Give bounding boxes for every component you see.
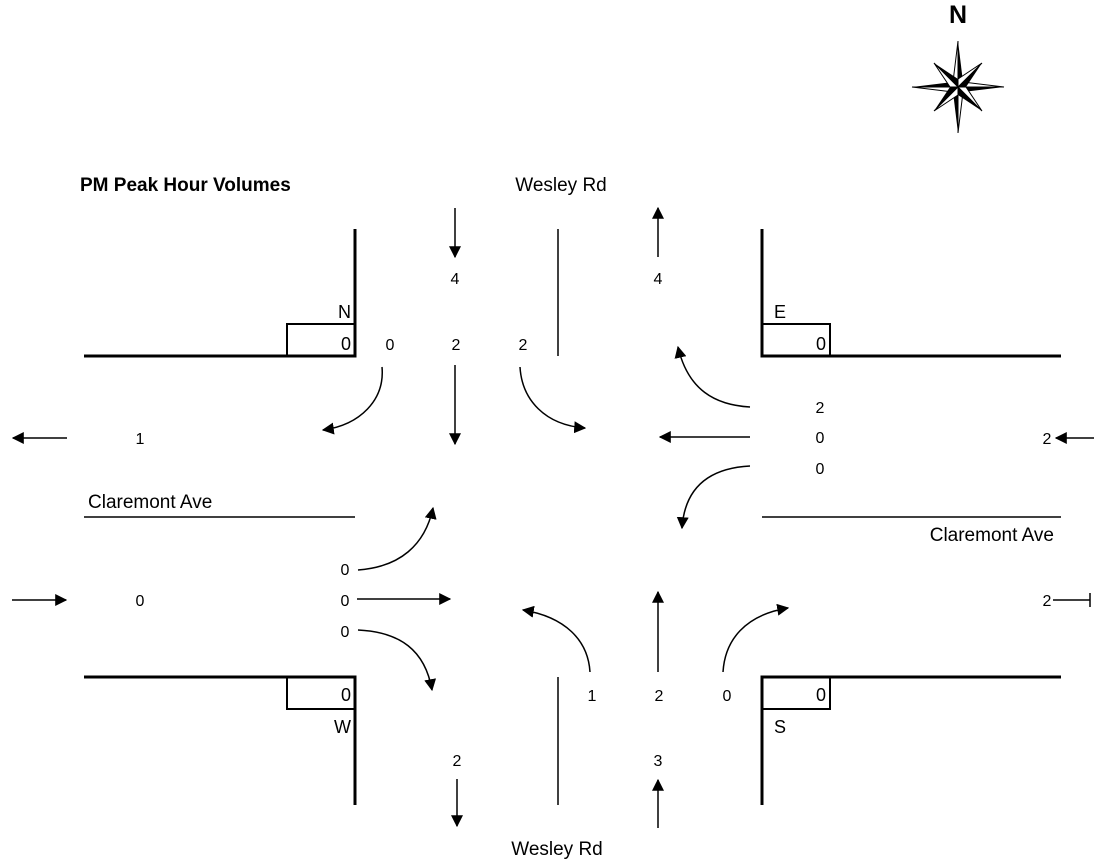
corner-value-nw: 0 <box>341 334 351 354</box>
sb-through-volume: 2 <box>452 337 461 354</box>
eb-left-arrow <box>357 506 437 571</box>
eb-left-volume: 0 <box>341 562 350 579</box>
street-label-west: Claremont Ave <box>88 492 212 513</box>
corner-label-ne: E <box>774 302 786 322</box>
wb-through-volume: 0 <box>816 430 825 447</box>
sb-right-arrow <box>321 366 383 435</box>
south-in-total: 3 <box>654 753 663 770</box>
street-label-east: Claremont Ave <box>930 525 1054 546</box>
eb-through-volume: 0 <box>341 593 350 610</box>
volume-labels: 4 4 0 2 2 2 0 0 2 2 1 0 0 0 0 1 2 0 2 3 <box>136 271 1052 770</box>
corner-boxes <box>286 323 831 710</box>
movement-arrows <box>11 206 1094 828</box>
corner-label-sw: W <box>334 717 351 737</box>
corner-label-se: S <box>774 717 786 737</box>
nb-right-arrow <box>722 603 790 673</box>
west-in-total: 0 <box>136 593 145 610</box>
street-label-north: Wesley Rd <box>515 175 607 196</box>
corner-value-se: 0 <box>816 685 826 705</box>
corner-label-nw: N <box>338 302 351 322</box>
wb-left-arrow <box>676 465 751 530</box>
sb-left-volume: 2 <box>519 337 528 354</box>
nb-left-volume: 1 <box>588 688 597 705</box>
eb-right-volume: 0 <box>341 624 350 641</box>
south-out-total: 2 <box>453 753 462 770</box>
wb-right-volume: 2 <box>816 400 825 417</box>
west-out-total: 1 <box>136 431 145 448</box>
nb-through-volume: 2 <box>655 688 664 705</box>
nb-right-volume: 0 <box>723 688 732 705</box>
east-out-total: 2 <box>1043 593 1052 610</box>
street-label-south: Wesley Rd <box>511 839 603 860</box>
corner-value-sw: 0 <box>341 685 351 705</box>
diagram-title: PM Peak Hour Volumes <box>80 175 291 196</box>
north-out-total: 4 <box>654 271 663 288</box>
east-in-total: 2 <box>1043 431 1052 448</box>
compass-rose-icon: N <box>911 1 1005 134</box>
wb-left-volume: 0 <box>816 461 825 478</box>
eb-right-arrow <box>357 629 437 692</box>
sb-left-arrow <box>519 366 587 434</box>
north-label: N <box>949 1 967 29</box>
sb-right-volume: 0 <box>386 337 395 354</box>
corner-value-ne: 0 <box>816 334 826 354</box>
median-lines <box>84 229 1061 805</box>
north-in-total: 4 <box>451 271 460 288</box>
wb-right-arrow <box>674 345 751 408</box>
nb-left-arrow <box>521 605 591 673</box>
